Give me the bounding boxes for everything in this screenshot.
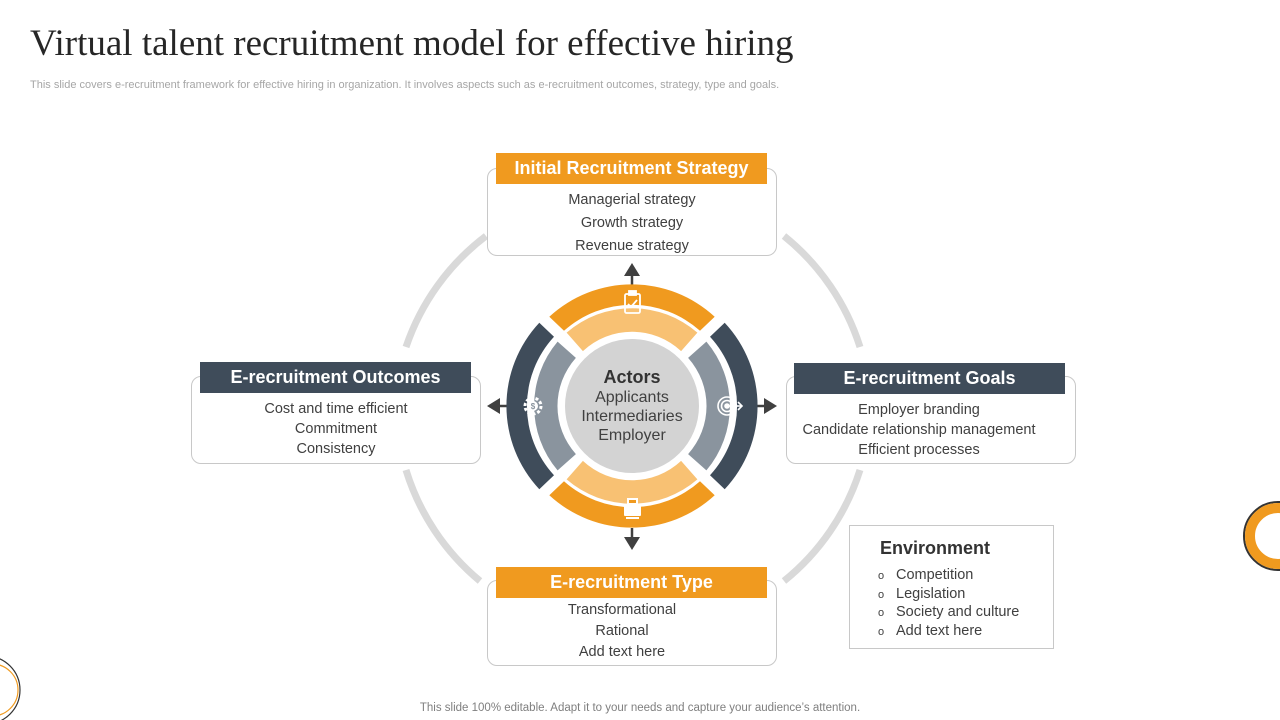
donut-outer-left: [506, 322, 554, 490]
strategy-items: Managerial strategy Growth strategy Reve…: [488, 189, 776, 258]
center-title: Actors: [603, 367, 661, 387]
gear-icon: $: [523, 396, 543, 416]
page-subtitle: This slide covers e-recruitment framewor…: [30, 79, 780, 91]
center-item: Intermediaries: [581, 408, 683, 425]
goals-item: Employer branding: [858, 402, 980, 418]
center-disc: [565, 339, 699, 473]
page-title: Virtual talent recruitment model for eff…: [30, 23, 794, 64]
donut-inner-bottom: [566, 460, 698, 504]
type-heading: E-recruitment Type: [496, 567, 767, 598]
outer-ring-arc-top-left: [402, 233, 489, 349]
goals-items: Employer branding Candidate relationship…: [763, 400, 1075, 460]
donut-outer-right: [710, 322, 758, 490]
center-item: Applicants: [595, 389, 669, 406]
donut-inner-right: [688, 341, 730, 471]
bullet-icon: o: [878, 625, 885, 638]
goals-item: Efficient processes: [858, 442, 980, 458]
environment-title: Environment: [880, 538, 991, 558]
corner-ornament-right: [1243, 501, 1280, 571]
clipboard-icon: [624, 290, 641, 314]
center-donut: [506, 284, 758, 528]
outcomes-item: Consistency: [296, 441, 376, 457]
goals-heading: E-recruitment Goals: [794, 363, 1065, 394]
type-item: Rational: [595, 623, 649, 639]
strategy-item: Revenue strategy: [575, 238, 689, 254]
corner-ornament-left: [0, 658, 21, 720]
bullet-icon: o: [878, 588, 885, 601]
outer-ring-arc-bottom-right: [781, 468, 864, 584]
arrow-left-head: [487, 398, 500, 414]
goals-item: Candidate relationship management: [802, 422, 1036, 438]
type-item: Transformational: [567, 602, 677, 618]
strategy-heading: Initial Recruitment Strategy: [496, 153, 767, 184]
type-item: Add text here: [578, 644, 666, 660]
donut-outer-bottom: [549, 481, 715, 528]
outcomes-items: Cost and time efficient Commitment Consi…: [192, 399, 480, 459]
outcomes-heading: E-recruitment Outcomes: [200, 362, 471, 393]
target-icon: [717, 396, 744, 416]
bullet-icon: o: [878, 607, 885, 620]
outer-ring-arc-bottom-left: [402, 468, 483, 584]
strategy-item: Managerial strategy: [568, 192, 696, 208]
outcomes-item: Commitment: [294, 421, 378, 437]
center-item: Employer: [598, 427, 666, 444]
outcomes-item: Cost and time efficient: [264, 401, 408, 417]
strategy-item: Growth strategy: [580, 215, 684, 231]
arrow-down-head: [624, 537, 640, 550]
center-actors: Actors Applicants Intermediaries Employe…: [566, 366, 698, 445]
outer-ring: [402, 233, 864, 584]
svg-text:$: $: [531, 402, 536, 411]
footer-note: This slide 100% editable. Adapt it to yo…: [419, 702, 861, 714]
type-items: Transformational Rational Add text here: [468, 600, 776, 663]
outer-ring-arc-top-right: [781, 233, 864, 349]
arrow-right-head: [764, 398, 777, 414]
donut-inner-top: [566, 308, 698, 352]
donut-inner-left: [534, 341, 576, 471]
bullet-icon: o: [878, 570, 885, 582]
donut-outer-top: [549, 284, 715, 331]
arrow-up-head: [624, 263, 640, 276]
cash-register-icon: [624, 498, 641, 519]
